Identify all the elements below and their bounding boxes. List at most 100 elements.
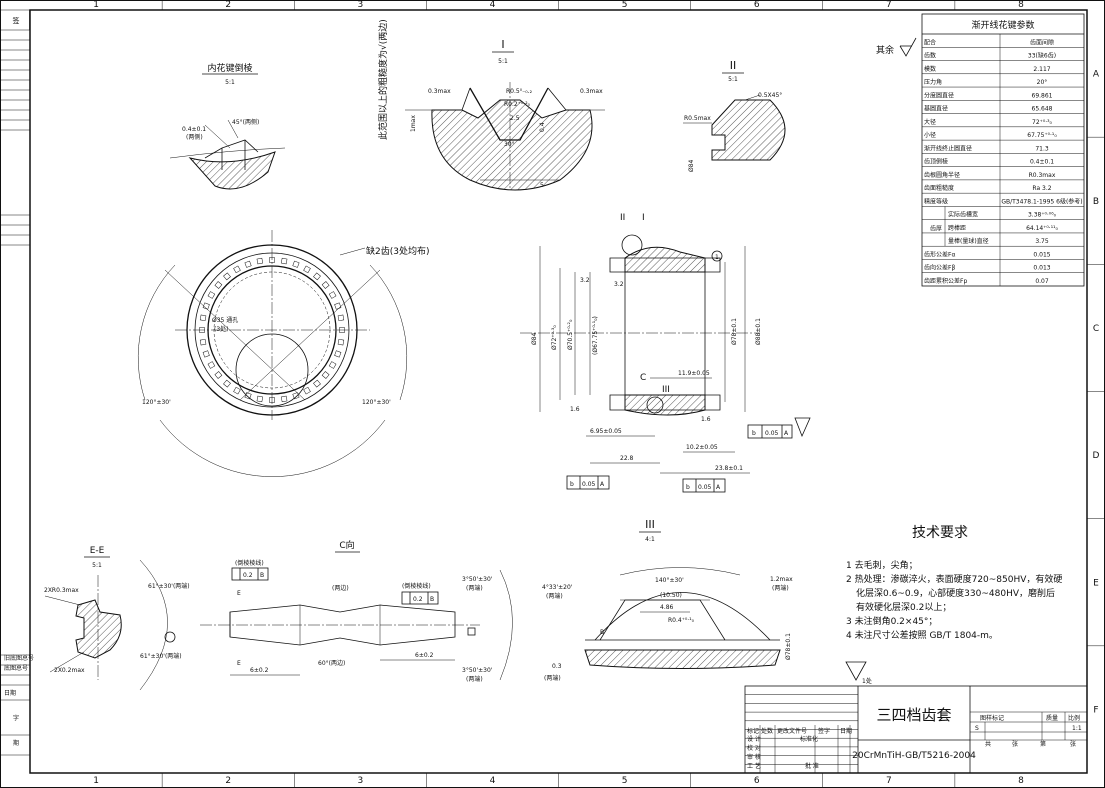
ee-label-1: 2X0.2max xyxy=(54,667,85,674)
left-label-2: 期 xyxy=(13,739,19,747)
view1-label-2: R0.2⁺⁰·²₀ xyxy=(504,101,531,108)
tech-item-5: 4 未注尺寸公差按照 GB/T 1804-m。 xyxy=(846,629,998,641)
tb-header-3: 签字 xyxy=(818,727,830,735)
sec-dim-11: 3.2 xyxy=(580,277,590,284)
tf3-2: A xyxy=(716,484,721,491)
cview-label-9: (两端) xyxy=(466,584,483,592)
column-label-8-bottom: 8 xyxy=(1018,776,1024,786)
section-e-e-view: E-E 5:1 2XR0.3max 2X0.2max xyxy=(44,546,122,680)
spline-row-value: Ra 3.2 xyxy=(1032,185,1051,192)
row-label-F: F xyxy=(1093,705,1098,715)
view3-scale: 4:1 xyxy=(645,536,655,543)
column-label-4-bottom: 4 xyxy=(490,776,496,786)
spline-row-key: 齿数 xyxy=(924,52,936,60)
sec-dim-8: 10.2±0.05 xyxy=(686,444,718,451)
spline-row-key: 压力角 xyxy=(924,78,942,86)
sec-dim-5: Ø88±0.1 xyxy=(755,318,762,345)
left-label-0: 签 xyxy=(13,16,20,25)
tb-sheet-1: 张 xyxy=(1012,740,1018,748)
tb-scale-label: 比例 xyxy=(1068,714,1080,722)
sec-label-2: III xyxy=(662,385,670,395)
tf2-1: 0.05 xyxy=(582,481,596,488)
cf1-1: B xyxy=(260,572,264,579)
cview-label-7: 6±0.2 xyxy=(415,652,434,659)
view1-label-1: R0.5⁰₋₀.₂ xyxy=(506,88,533,95)
view2-title: II xyxy=(730,59,737,72)
tech-title: 技术要求 xyxy=(912,525,968,541)
detail-view-ii: II 5:1 0.5X45° R0.5max Ø84 xyxy=(683,59,786,172)
cview-label-11: (两端) xyxy=(466,675,483,683)
spline-row-value: 0.015 xyxy=(1033,251,1050,258)
inner-chamfer-title: 内花键倒棱 xyxy=(207,62,252,74)
cview-label-2: 61°±30'(两端) xyxy=(148,582,190,590)
view3-label-10: B xyxy=(600,629,604,636)
left-label-5: 日期 xyxy=(4,689,16,697)
spline-row-key: 小径 xyxy=(924,131,936,139)
tb-sheet-2: 第 xyxy=(1040,740,1046,748)
left-label-4: 底图总号 xyxy=(4,664,28,672)
view1-note: 此范围以上的粗糙度为√(两边) xyxy=(377,19,389,140)
sec-dim-7: 6.95±0.05 xyxy=(590,428,622,435)
cview-frame-2: 0.2 B xyxy=(401,591,439,605)
tb-stage: S xyxy=(975,725,979,732)
angle-right: 120°±30' xyxy=(362,399,391,406)
tech-item-3: 有效硬化层深0.2以上； xyxy=(856,601,951,613)
tol-frame-1: b 0.05 A xyxy=(747,417,811,439)
tech-item-4: 3 未注倒角0.2×45°； xyxy=(846,615,937,627)
inner-chamfer-scale: 5:1 xyxy=(225,79,235,86)
sec-dim-4: Ø78±0.1 xyxy=(731,318,738,345)
cview-title: C向 xyxy=(339,539,354,551)
spline-row-key: 齿形公差Fα xyxy=(924,250,955,258)
spline-row-key: 渐开线终止圆直径 xyxy=(924,144,972,152)
view2-label-2: Ø84 xyxy=(688,159,695,172)
section-view: II I III C 1 Ø84 Ø72⁺⁰·³₀ Ø70.5⁺⁰·²₀ (Ø6… xyxy=(520,213,811,493)
spline-row-value: 0.4±0.1 xyxy=(1030,159,1054,166)
spline-row-key: 分度圆直径 xyxy=(924,91,954,99)
cview-label-10: 3°50'±30' xyxy=(462,667,493,674)
column-label-5-top: 5 xyxy=(622,0,628,10)
material: 20CrMnTiH-GB/T5216-2004 xyxy=(852,751,976,761)
column-label-3-top: 3 xyxy=(357,0,363,10)
chamfer-label-0: 0.4±0.1 xyxy=(182,126,206,133)
spline-row-value: GB/T3478.1-1995 6级(参考) xyxy=(1001,197,1082,205)
cview-label-3: 61°±30'(两端) xyxy=(140,652,182,660)
tb-header-2: 更改文件号 xyxy=(777,727,807,735)
view1-label-0: 0.3max xyxy=(428,88,451,95)
view3-label-8: 0.3 xyxy=(552,663,562,670)
column-label-2-top: 2 xyxy=(225,0,231,10)
technical-requirements: 技术要求 1 去毛刺，尖角； 2 热处理：渗碳淬火，表面硬度720~850HV，… xyxy=(845,525,1062,685)
column-label-3-bottom: 3 xyxy=(357,776,363,786)
tb-stage-label: 图样标记 xyxy=(980,714,1004,722)
column-label-1-top: 1 xyxy=(93,0,99,10)
view1-label-6: 5 xyxy=(540,182,544,189)
cview-frame-1: 0.2 B xyxy=(231,567,269,581)
sec-dim-0: Ø84 xyxy=(531,332,538,345)
view1-label-3: 0.3max xyxy=(580,88,603,95)
tech-item-2: 化层深0.6~0.9，心部硬度330~480HV，磨削后 xyxy=(856,587,1055,599)
row-label-D: D xyxy=(1093,451,1100,461)
tf2-2: A xyxy=(600,481,605,488)
inner-chamfer-view: 内花键倒棱 5:1 0.4±0.1 (两侧) 45°(两侧) xyxy=(169,62,286,190)
tb-role-0: 设 计 xyxy=(747,735,761,743)
spline-row-value: 0.07 xyxy=(1035,278,1049,285)
sec-label-0: II xyxy=(620,213,625,223)
cview-label-5: 60°(两边) xyxy=(318,659,345,667)
angle-left: 120°±30' xyxy=(142,399,171,406)
spline-row-value: R0.3max xyxy=(1029,172,1056,179)
spline-row-value: 3.38⁺⁰·⁰⁶₀ xyxy=(1028,212,1057,219)
cview-label-12: E xyxy=(237,590,241,597)
spline-row-key: 配合 xyxy=(924,38,936,46)
cview-label-6: 6±0.2 xyxy=(250,667,269,674)
view3-label-6: 4.86 xyxy=(660,604,674,611)
row-label-A: A xyxy=(1093,70,1100,80)
spline-row-key: 基圆直径 xyxy=(924,105,948,113)
tb-sheet-3: 张 xyxy=(1070,740,1076,748)
column-label-5-bottom: 5 xyxy=(622,776,628,786)
ee-scale: 5:1 xyxy=(92,562,102,569)
column-label-7-bottom: 7 xyxy=(886,776,892,786)
spline-table-title: 渐开线花键参数 xyxy=(971,19,1034,31)
view3-label-7: R0.4⁺⁰·¹₀ xyxy=(668,617,695,624)
column-label-8-top: 8 xyxy=(1018,0,1024,10)
view2-label-0: 0.5X45° xyxy=(758,92,782,99)
